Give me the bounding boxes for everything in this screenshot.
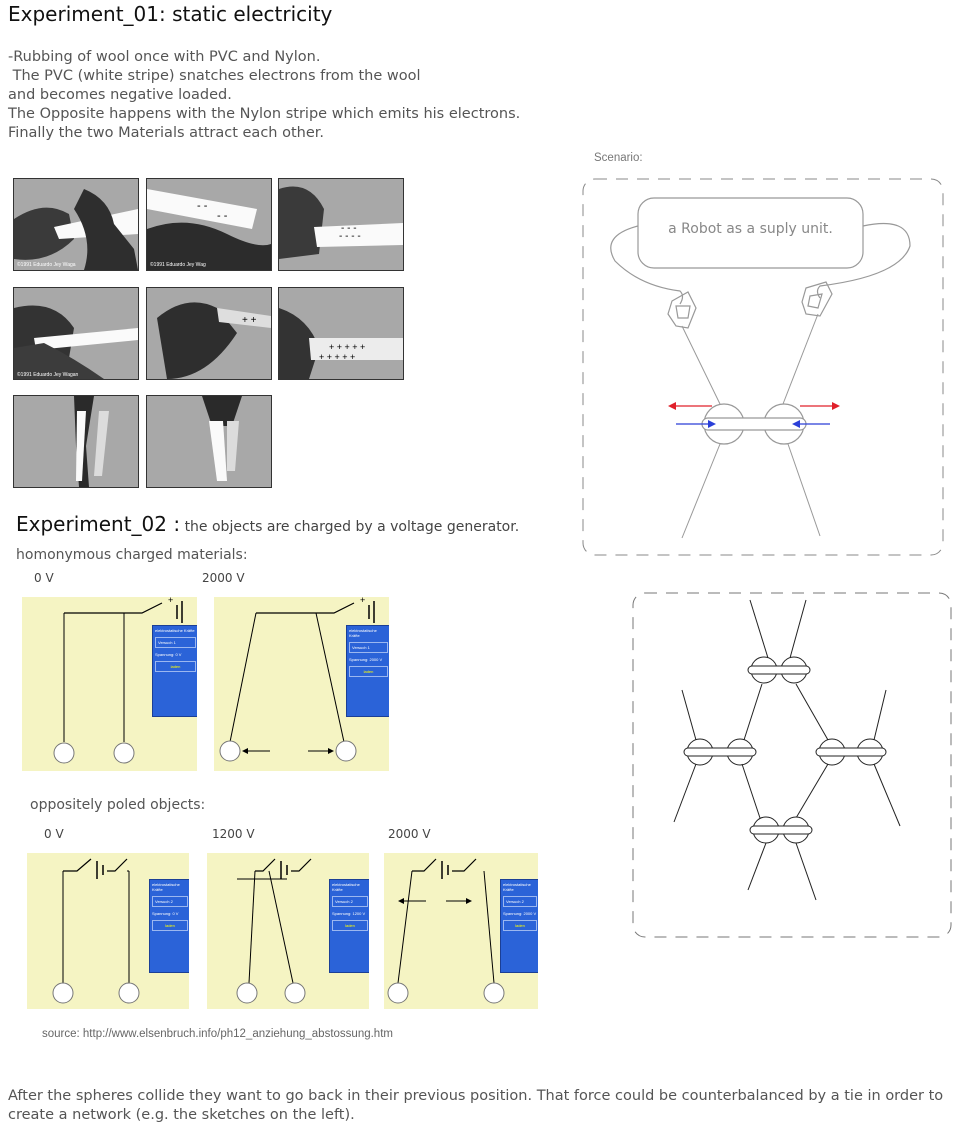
svg-text:+: + [360, 597, 365, 605]
svg-text:+ + + + +: + + + + + [329, 342, 365, 352]
control-panel: elektrostatische Kräfte Versuch 2 Spannu… [329, 879, 369, 973]
panel-spannung: Spannung: 2000 V [349, 657, 383, 662]
svg-text:+ +: + + [242, 315, 257, 326]
voltage-label: 1200 V [212, 827, 255, 841]
rubbing-photo-2: - - - - ©1991 Eduardo Jey Wag [146, 178, 272, 271]
control-panel: elektrostatische Kräfte Versuch 2 Spannu… [500, 879, 538, 973]
panel-load-button[interactable]: laden [155, 661, 196, 672]
opposite-label: oppositely poled objects: [30, 797, 206, 813]
control-panel: elektrostatische Kräfte Versuch 1 Spannu… [152, 625, 197, 717]
svg-text:- - -: - - - [341, 223, 357, 234]
panel-versuch: Versuch 2 [503, 896, 537, 907]
panel-spannung: Spannung: 1200 V [332, 911, 366, 916]
simulation-homonymous-0v: + elektrostatische Kräfte Versuch 1 Span… [22, 597, 197, 771]
panel-spannung: Spannung: 0 V [152, 911, 179, 916]
control-panel: elektrostatische Kräfte Versuch 2 Spannu… [149, 879, 189, 973]
rubbing-photo-6: + + + + + + + + + + [278, 287, 404, 380]
simulation-opposite-2000v: elektrostatische Kräfte Versuch 2 Spannu… [384, 853, 538, 1009]
rubbing-photo-4: ©1991 Eduardo Jey Wagan [13, 287, 139, 380]
experiment-1-title: Experiment_01: static electricity [8, 2, 333, 26]
rubbing-photo-1: ©1991 Eduardo Jey Waga [13, 178, 139, 271]
photo-caption: ©1991 Eduardo Jey Waga [17, 261, 76, 268]
homonymous-label: homonymous charged materials: [16, 547, 248, 563]
description-line: Finally the two Materials attract each o… [8, 125, 324, 141]
voltage-label: 0 V [34, 571, 54, 585]
panel-versuch: Versuch 1 [155, 637, 196, 648]
experiment-2-heading: Experiment_02 : the objects are charged … [16, 512, 519, 536]
stripes-photo-1 [13, 395, 139, 488]
panel-title: elektrostatische Kräfte [503, 882, 531, 892]
svg-text:- - - -: - - - - [339, 231, 361, 242]
description-line: The Opposite happens with the Nylon stri… [8, 106, 521, 122]
panel-load-button[interactable]: laden [503, 920, 537, 931]
panel-load-button[interactable]: laden [152, 920, 188, 931]
panel-versuch: Versuch 1 [349, 642, 388, 653]
experiment-1-description: -Rubbing of wool once with PVC and Nylon… [8, 48, 520, 143]
panel-title: elektrostatische Kräfte [155, 628, 195, 633]
panel-versuch: Versuch 2 [332, 896, 368, 907]
stripes-photo-2 [146, 395, 272, 488]
panel-load-button[interactable]: laden [332, 920, 368, 931]
simulation-opposite-0v: elektrostatische Kräfte Versuch 2 Spannu… [27, 853, 189, 1009]
robot-text: a Robot as a suply unit. [668, 221, 833, 237]
photo-caption: ©1991 Eduardo Jey Wagan [17, 371, 79, 378]
source-link[interactable]: source: http://www.elsenbruch.info/ph12_… [42, 1028, 393, 1040]
panel-load-button[interactable]: laden [349, 666, 388, 677]
scenario-diagram [582, 178, 944, 556]
panel-spannung: Spannung: 2000 V [503, 911, 537, 916]
voltage-label: 2000 V [202, 571, 245, 585]
rubbing-photo-5: + + [146, 287, 272, 380]
description-line: -Rubbing of wool once with PVC and Nylon… [8, 49, 321, 65]
svg-text:+: + [168, 597, 173, 605]
voltage-label: 2000 V [388, 827, 431, 841]
network-diagram [632, 592, 952, 938]
photo-caption: ©1991 Eduardo Jey Wag [150, 261, 206, 268]
description-line: The PVC (white stripe) snatches electron… [8, 68, 421, 84]
simulation-opposite-1200v: elektrostatische Kräfte Versuch 2 Spannu… [207, 853, 369, 1009]
panel-title: elektrostatische Kräfte [332, 882, 360, 892]
experiment-2-subtitle: the objects are charged by a voltage gen… [184, 519, 520, 535]
panel-spannung: Spannung: 0 V [155, 652, 182, 657]
simulation-homonymous-2000v: + elektrostatische Kräfte Versuch 1 Span… [214, 597, 389, 771]
svg-text:- -: - - [197, 200, 208, 212]
voltage-label: 0 V [44, 827, 64, 841]
rubbing-photo-3: - - - - - - - [278, 178, 404, 271]
scenario-label: Scenario: [594, 152, 643, 164]
control-panel: elektrostatische Kräfte Versuch 1 Spannu… [346, 625, 389, 717]
panel-title: elektrostatische Kräfte [349, 628, 377, 638]
svg-text:+ + + + +: + + + + + [319, 352, 355, 362]
experiment-2-title: Experiment_02 : [16, 512, 181, 536]
panel-title: elektrostatische Kräfte [152, 882, 180, 892]
conclusion-text: After the spheres collide they want to g… [8, 1088, 944, 1123]
svg-text:- -: - - [217, 210, 228, 222]
panel-versuch: Versuch 2 [152, 896, 188, 907]
description-line: and becomes negative loaded. [8, 87, 232, 103]
